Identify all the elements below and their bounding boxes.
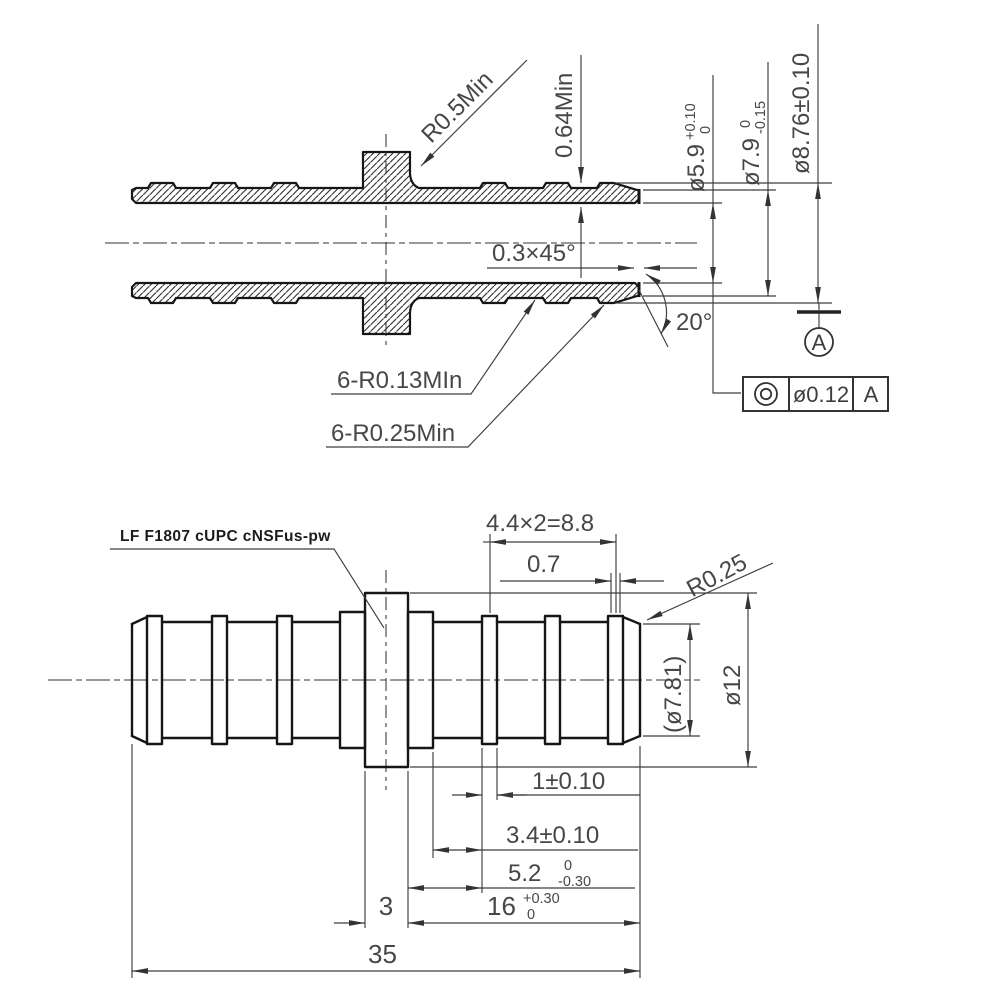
dim-ring-spacing: 3.4±0.10	[432, 752, 638, 858]
fcf-datum-ref: A	[864, 382, 879, 407]
dim-overall-length: 35	[131, 744, 640, 978]
dim-ring-width: 1±0.10	[452, 748, 640, 800]
fcf-tolerance: ø0.12	[793, 382, 849, 407]
collar-to-ring-tol-lower: -0.30	[558, 874, 591, 890]
bore-diameter-label: ø5.9	[683, 144, 710, 192]
barb-pitch-label: 4.4×2=8.8	[486, 510, 594, 537]
ring-spacing-label: 3.4±0.10	[506, 822, 599, 849]
dim-bore-diameter: ø5.9 +0.10 0	[643, 75, 741, 394]
land-width-label: 0.7	[527, 551, 560, 578]
concentricity-icon	[754, 382, 778, 406]
dim-barb-crest-radius: 6-R0.25Min	[326, 304, 605, 448]
tip-diameter-label: (ø7.81)	[660, 656, 687, 733]
spec-label: LF F1807 cUPC cNSFus-pw	[120, 528, 331, 545]
bore-diameter-tol-lower: 0	[698, 126, 714, 134]
dim-barb-section-length: 16 +0.30 0	[408, 746, 641, 978]
body-outline	[130, 615, 642, 745]
bottom-profile-view	[48, 570, 700, 790]
barb-crest-radius-label: 6-R0.25Min	[331, 420, 455, 447]
dim-collar-to-ring: 5.2 0 -0.30	[407, 771, 635, 928]
ring-width-label: 1±0.10	[532, 768, 605, 795]
bottom-view-dimensions: LF F1807 cUPC cNSFus-pw 4.4×2=8.8 0.7 R0…	[110, 510, 774, 978]
barb-section-tol-upper: +0.30	[523, 891, 560, 907]
collar-to-ring-tol-upper: 0	[564, 858, 572, 874]
dim-barb-od: ø8.76±0.10	[616, 24, 832, 304]
dim-tip-od: ø7.9 0 -0.15	[643, 62, 776, 297]
dim-tip-radius: R0.25	[646, 549, 774, 621]
dim-wall-thickness: 0.64Min	[551, 55, 584, 278]
dim-collar-width: 3	[334, 771, 393, 928]
collar-fillet-label: R0.5Min	[416, 66, 498, 148]
dim-collar-diameter: ø12	[410, 592, 757, 768]
tip-radius-label: R0.25	[682, 549, 751, 603]
bore-diameter-tol-upper: +0.10	[683, 103, 699, 140]
dim-end-chamfer: 0.3×45°	[487, 240, 697, 271]
collar-to-ring-label: 5.2	[508, 860, 541, 887]
dim-land-width: 0.7	[500, 551, 664, 613]
section-upper-wall	[130, 150, 641, 205]
barb-section-length-label: 16	[487, 891, 516, 921]
dim-barb-pitch: 4.4×2=8.8	[483, 510, 617, 613]
dim-barb-angle: 20°	[638, 273, 712, 348]
datum-label: A	[812, 330, 827, 355]
dim-barb-root-radius: 6-R0.13MIn	[331, 299, 536, 395]
dim-collar-fillet: R0.5Min	[416, 59, 528, 167]
tip-od-tol-upper: 0	[738, 120, 754, 128]
collar-diameter-label: ø12	[719, 665, 746, 706]
barb-rings	[145, 614, 625, 746]
barb-angle-label: 20°	[676, 309, 712, 336]
spec-callout: LF F1807 cUPC cNSFus-pw	[110, 528, 385, 629]
barb-section-tol-lower: 0	[527, 907, 535, 923]
tip-od-label: ø7.9	[738, 138, 765, 186]
feature-control-frame: ø0.12 A	[742, 376, 889, 412]
wall-thickness-label: 0.64Min	[551, 73, 578, 158]
center-collar	[338, 591, 435, 769]
dim-tip-diameter: (ø7.81)	[643, 623, 700, 737]
collar-width-label: 3	[379, 891, 393, 921]
datum-feature-a: A	[797, 303, 841, 357]
end-chamfer-label: 0.3×45°	[492, 240, 576, 267]
barb-root-radius-label: 6-R0.13MIn	[337, 367, 462, 394]
top-view-dimensions: R0.5Min 0.64Min 0.3×45° 20°	[326, 24, 889, 448]
tip-od-tol-lower: -0.15	[753, 101, 769, 134]
barb-od-label: ø8.76±0.10	[788, 53, 815, 174]
top-section-view	[105, 134, 697, 350]
overall-length-label: 35	[368, 939, 397, 969]
